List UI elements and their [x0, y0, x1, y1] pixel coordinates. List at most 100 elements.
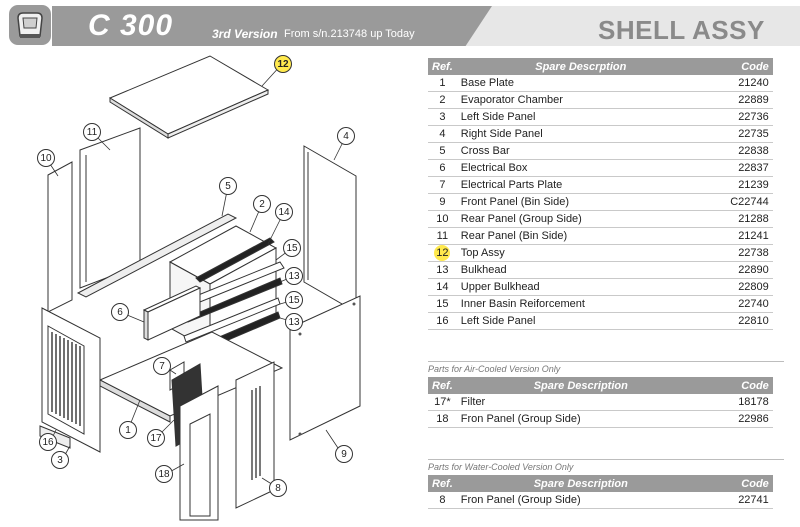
cell-desc: Fron Panel (Group Side)	[456, 410, 705, 428]
cell-ref-text: 18	[436, 413, 449, 425]
cell-desc: Right Side Panel	[456, 125, 705, 143]
cell-code-text: 18178	[738, 396, 769, 408]
cell-desc: Cross Bar	[456, 142, 705, 160]
callout-14: 14	[275, 203, 293, 221]
cell-code-text: C22744	[730, 196, 769, 208]
cell-ref: 6	[428, 159, 457, 177]
callout-3: 3	[51, 451, 69, 469]
callout-15: 15	[283, 239, 301, 257]
callout-16: 16	[39, 433, 57, 451]
cell-desc: Rear Panel (Bin Side)	[456, 227, 705, 245]
header-model-band	[52, 6, 492, 46]
serial-range: From s/n.213748 up Today	[284, 28, 415, 40]
cell-ref-text: 16	[436, 315, 449, 327]
cell-code: C22744	[704, 193, 773, 211]
col-code-header: Code	[704, 377, 773, 394]
cell-desc-text: Top Assy	[460, 247, 505, 259]
cell-code-text: 21241	[738, 230, 769, 242]
cell-ref: 11	[428, 227, 457, 245]
callout-9: 9	[335, 445, 353, 463]
callout-1: 1	[119, 421, 137, 439]
cell-desc: Electrical Parts Plate	[456, 176, 705, 194]
cell-desc: Electrical Box	[456, 159, 705, 177]
part-rear-panel-bin	[79, 127, 141, 289]
cell-desc: Top Assy	[456, 244, 705, 262]
cell-code-text: 22890	[738, 264, 769, 276]
cell-ref: 4	[428, 125, 457, 143]
cell-ref: 12	[428, 244, 457, 262]
callout-15: 15	[285, 291, 303, 309]
cell-desc-text: Inner Basin Reiforcement	[460, 298, 585, 310]
section-title: SHELL ASSY	[598, 15, 765, 45]
cell-ref-text: 14	[436, 281, 449, 293]
cell-code: 22890	[704, 261, 773, 279]
cell-desc-text: Front Panel (Bin Side)	[460, 196, 569, 208]
cell-ref: 1	[428, 75, 457, 92]
col-desc-header: Spare Description	[456, 475, 705, 492]
table-row: 16 Left Side Panel 22810	[428, 312, 773, 330]
cell-desc: Left Side Panel	[456, 108, 705, 126]
cell-ref: 3	[428, 108, 457, 126]
cell-code-text: 22735	[738, 128, 769, 140]
cell-ref-text: 12	[434, 245, 451, 261]
water-section-label: Parts for Water-Cooled Version Only	[428, 462, 574, 472]
cell-ref: 10	[428, 210, 457, 228]
cell-desc-text: Electrical Parts Plate	[460, 179, 563, 191]
callout-11: 11	[83, 123, 101, 141]
col-code-header: Code	[704, 58, 773, 75]
cell-code: 22741	[704, 492, 773, 509]
callout-13: 13	[285, 313, 303, 331]
callout-4: 4	[337, 127, 355, 145]
cell-code-text: 21240	[738, 77, 769, 89]
cell-ref: 8	[428, 492, 457, 509]
callout-17: 17	[147, 429, 165, 447]
cell-desc: Inner Basin Reiforcement	[456, 295, 705, 313]
col-code-header: Code	[704, 475, 773, 492]
cell-code: 22735	[704, 125, 773, 143]
cell-desc-text: Fron Panel (Group Side)	[460, 413, 581, 425]
cell-code: 22740	[704, 295, 773, 313]
cell-desc: Rear Panel (Group Side)	[456, 210, 705, 228]
cell-code: 22810	[704, 312, 773, 330]
callout-8: 8	[269, 479, 287, 497]
part-front-panel-bin	[289, 295, 361, 441]
cell-ref-text: 2	[439, 94, 446, 106]
cell-desc-text: Left Side Panel	[460, 315, 536, 327]
part-electrical-box	[147, 287, 201, 341]
callout-6: 6	[111, 303, 129, 321]
cell-ref: 18	[428, 410, 457, 428]
cell-code-text: 22810	[738, 315, 769, 327]
page-header: C 300 3rd Version From s/n.213748 up Tod…	[0, 0, 800, 50]
cell-code: 21239	[704, 176, 773, 194]
cell-desc: Front Panel (Bin Side)	[456, 193, 705, 211]
cell-desc: Base Plate	[456, 75, 705, 92]
cell-ref-text: 4	[439, 128, 446, 140]
cell-code: 22838	[704, 142, 773, 160]
cell-ref-text: 17*	[434, 396, 451, 408]
cell-code-text: 22837	[738, 162, 769, 174]
col-desc-header: Spare Descrption	[456, 58, 705, 75]
cell-ref: 14	[428, 278, 457, 296]
machine-logo-icon	[8, 4, 52, 46]
model-name: C 300	[88, 9, 174, 42]
cell-code: 22837	[704, 159, 773, 177]
cell-desc: Fron Panel (Group Side)	[456, 492, 705, 509]
cell-ref-text: 1	[439, 77, 446, 89]
cell-ref: 15	[428, 295, 457, 313]
cell-code: 21241	[704, 227, 773, 245]
table-header-row: Ref. Spare Description Code	[428, 475, 773, 492]
table-row: 4 Right Side Panel 22735	[428, 125, 773, 143]
cell-code-text: 22740	[738, 298, 769, 310]
cell-desc-text: Left Side Panel	[460, 111, 536, 123]
air-section-divider	[428, 361, 784, 362]
cell-ref-text: 13	[436, 264, 449, 276]
